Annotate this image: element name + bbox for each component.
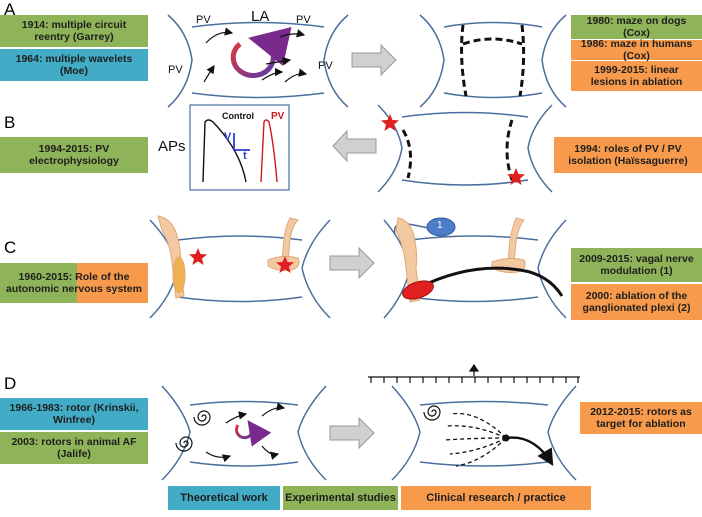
- section-d-letter: D: [4, 374, 17, 393]
- mapping-electrode-array: [368, 363, 580, 383]
- ablation-catheter: [402, 266, 564, 300]
- arrow-b: [332, 129, 377, 163]
- atrium-b: [377, 104, 553, 193]
- reentry-circuit: [230, 26, 292, 78]
- arrow-c: [329, 246, 375, 280]
- section-c-letter: C: [4, 238, 17, 257]
- vagal-stimulation-lead: [393, 217, 456, 237]
- box-2012-rotors-ablation-target: 2012-2015: rotors as target for ablation: [580, 402, 702, 434]
- box-2003-rotors-animal-af: 2003: rotors in animal AF (Jalife): [0, 432, 148, 464]
- arrow-d: [329, 416, 375, 450]
- atrium-a-left: [167, 14, 349, 108]
- rotor-circle: [235, 420, 272, 447]
- legend-experimental-studies: Experimental studies: [283, 486, 398, 510]
- spiral-rotor: [175, 410, 211, 452]
- box-2000-ganglionated-plexi: 2000: ablation of the ganglionated plexi…: [571, 284, 702, 320]
- box-2009-vagal-nerve-modulation: 2009-2015: vagal nerve modulation (1): [571, 248, 702, 282]
- section-a-letter: A: [4, 0, 16, 19]
- star-icon: [189, 248, 294, 273]
- legend-clinical-research: Clinical research / practice: [401, 486, 591, 510]
- pv-label: PV: [168, 64, 183, 76]
- box-1999-linear-lesions: 1999-2015: linear lesions in ablation: [571, 61, 702, 91]
- maze-lesions: [460, 24, 526, 97]
- box-1994-pv-isolation: 1994: roles of PV / PV isolation (Haïssa…: [554, 137, 702, 173]
- bubble-label-1: 1: [437, 220, 443, 231]
- pv-isolation-lesions: [401, 119, 514, 181]
- wavelet-arrows-a: [203, 27, 308, 83]
- box-1960-autonomic-nervous-system: 1960-2015: Role of the autonomic nervous…: [0, 263, 148, 303]
- arrow-a: [351, 43, 397, 77]
- rotor-ablation-catheter: [502, 434, 554, 467]
- aps-label: APs: [158, 138, 186, 155]
- la-label: LA: [251, 8, 270, 25]
- box-1914-circuit-reentry: 1914: multiple circuit reentry (Garrey): [0, 15, 148, 47]
- time-label: t: [243, 150, 247, 162]
- box-1994-pv-electrophysiology: 1994-2015: PV electrophysiology: [0, 137, 148, 173]
- pv-label: PV: [196, 14, 211, 26]
- ablation-fan-lines: [443, 412, 507, 467]
- pv-label: PV: [296, 14, 311, 26]
- voltage-label: V: [224, 131, 232, 143]
- nerve-c-left: [157, 215, 300, 299]
- box-1986-maze-humans: 1986: maze in humans (Cox): [571, 38, 702, 62]
- atrium-a-right: [419, 14, 567, 108]
- box-1980-maze-dogs: 1980: maze on dogs (Cox): [571, 15, 702, 39]
- control-label: Control: [222, 111, 254, 121]
- atrium-d-left: [161, 385, 327, 481]
- box-1966-rotor: 1966-1983: rotor (Krinskii, Winfree): [0, 398, 148, 430]
- wavelet-arrows-d: [205, 402, 286, 463]
- atrium-d-right: [391, 385, 577, 481]
- box-1964-multiple-wavelets: 1964: multiple wavelets (Moe): [0, 49, 148, 81]
- spiral-rotor: [423, 405, 441, 421]
- aps-inset: [189, 104, 290, 191]
- pv-trace-label: PV: [271, 111, 285, 122]
- star-icon: [381, 114, 525, 185]
- pv-label: PV: [318, 60, 333, 72]
- legend-theoretical-work: Theoretical work: [168, 486, 280, 510]
- atrium-c-left: [149, 219, 331, 319]
- section-b-letter: B: [4, 113, 16, 132]
